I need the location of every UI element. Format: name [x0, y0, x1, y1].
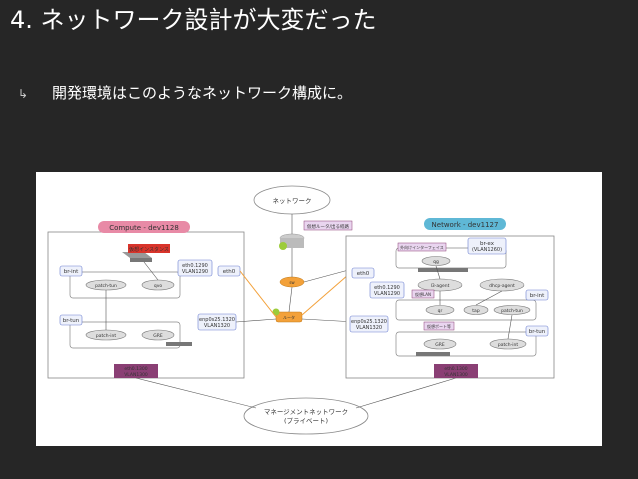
network-patch-tun-label: patch-tun	[501, 308, 523, 314]
mgmt-cloud-label: マネージメントネットワーク	[264, 408, 348, 416]
switch-label: sw	[289, 280, 295, 285]
compute-patch-tun-label: patch-tun	[95, 283, 117, 289]
compute-title: Compute - dev1128	[109, 224, 179, 232]
network-dhcp-to-tap-link	[475, 290, 503, 306]
network-virt-lan-label: 仮想LAN	[415, 291, 431, 297]
core-switch-badge	[272, 308, 280, 316]
ext-route-label: 仮想ルータ/出る経路	[307, 223, 350, 230]
vm-icon-base	[130, 258, 152, 262]
compute-vlan1320-label: VLAN1320	[204, 323, 230, 329]
network-gre-port	[423, 338, 457, 350]
network-gre-bar	[416, 352, 450, 356]
vm-label-box	[128, 244, 170, 253]
network-br-ex-vlan-label: (VLAN1260)	[472, 247, 502, 253]
network-br-tun-label: br-tun	[529, 329, 546, 335]
slide-title: 4. ネットワーク設計が大変だった	[10, 6, 377, 34]
network-diagram-svg: .t { font-family: "DejaVu Sans", sans-se…	[47, 185, 555, 435]
network-br-tun-box	[525, 325, 549, 337]
router-icon	[280, 238, 304, 248]
vm-label: 仮想インスタンス	[129, 246, 169, 253]
compute-eth0-1300-label: eth0.1300	[124, 366, 147, 372]
network-eth0-label: eth0	[357, 271, 370, 277]
compute-br-int-label-box	[59, 265, 83, 277]
compute-vm-to-qvo-line	[143, 261, 159, 281]
network-qr-label: qr	[438, 308, 443, 314]
network-mgmt-box	[434, 364, 478, 378]
network-qg-label: qg	[433, 260, 439, 265]
ext-route-label-box	[303, 220, 353, 231]
internet-cloud-label: ネットワーク	[273, 197, 312, 205]
network-br-ex-box	[467, 237, 507, 255]
network-qg-bar	[418, 268, 468, 272]
network-virt-lan-box	[411, 289, 435, 299]
compute-mgmt-to-cloud-line	[135, 377, 257, 409]
network-br-int-label: br-int	[530, 293, 545, 299]
network-vlan1320-label: VLAN1320	[356, 325, 382, 331]
network-enp-box	[349, 315, 389, 333]
mgmt-cloud	[243, 397, 369, 435]
compute-br-tun-group	[69, 321, 181, 349]
core-switch-label: ルータ	[283, 314, 295, 320]
network-seg-port-label: 仮想ポート等	[427, 323, 451, 329]
network-title-badge	[424, 218, 506, 230]
network-br-int-group	[395, 299, 537, 321]
compute-qvo-label: qvo	[154, 284, 163, 289]
network-patch-tun-port	[493, 305, 531, 315]
network-mgmt-to-cloud-line	[355, 377, 457, 409]
network-vlan1300-label: VLAN1300	[444, 372, 468, 378]
compute-gre-port	[141, 329, 175, 341]
network-qr-port	[425, 305, 455, 315]
network-title: Network - dev1127	[432, 221, 499, 229]
router-badge	[279, 242, 287, 250]
network-vlan1290-label: VLAN1290	[374, 291, 400, 297]
network-eth0-box	[351, 267, 375, 279]
compute-eth0-1290-box	[177, 259, 213, 277]
network-qg-to-l3-link	[435, 265, 441, 280]
network-ext-if-label: 外向けインターフェイス	[400, 244, 444, 250]
network-patch-int-label: patch-int	[498, 342, 518, 348]
compute-br-tun-label-box	[59, 314, 83, 326]
network-diagram: .t { font-family: "DejaVu Sans", sans-se…	[36, 172, 602, 446]
network-seg-port-box	[423, 321, 455, 331]
switch-to-core-line	[288, 286, 293, 313]
compute-br-tun-label: br-tun	[63, 318, 80, 324]
compute-eth0-label: eth0	[223, 269, 236, 275]
compute-patch-int-label: patch-int	[96, 333, 116, 339]
network-eth0-1290-box	[369, 281, 405, 299]
network-gre-label: GRE	[435, 342, 445, 348]
compute-title-badge	[98, 221, 190, 233]
compute-enp-to-core-link	[235, 318, 277, 323]
bullet-text: 開発環境はこのようなネットワーク構成に。	[52, 84, 353, 102]
compute-br-int-label: br-int	[64, 269, 79, 275]
network-br-int-box	[525, 289, 549, 301]
mgmt-cloud-sublabel: (プライベート)	[284, 417, 328, 425]
network-ext-if-box	[397, 242, 447, 252]
network-enp-label: enp0s25.1320	[351, 319, 387, 325]
compute-gre-bar	[166, 342, 192, 346]
compute-enp-label: enp0s25.1320	[199, 317, 235, 323]
compute-eth0-1290-label: eth0.1290	[182, 263, 208, 269]
network-eth0-1290-label: eth0.1290	[374, 285, 400, 291]
vm-icon	[122, 252, 152, 258]
compute-br-int-group	[69, 271, 181, 299]
network-br-ex-label: br-ex	[480, 241, 495, 247]
slide-title-bar	[0, 0, 638, 40]
network-l3-agent-label: l3-agent	[431, 283, 450, 289]
network-patch-link	[507, 314, 513, 340]
compute-gre-label: GRE	[153, 333, 163, 339]
network-tap-port	[463, 305, 489, 315]
compute-mgmt-box	[114, 364, 158, 378]
arrow-bullet-icon: ↳	[18, 87, 29, 101]
network-br-tun-group	[395, 331, 537, 357]
network-eth0-1300-label: eth0.1300	[444, 366, 467, 372]
compute-vlan1290-label: VLAN1290	[182, 269, 208, 275]
network-tap-label: tap	[472, 308, 480, 314]
compute-vlan1300-label: VLAN1300	[124, 372, 148, 378]
compute-eth0-to-core-link	[239, 270, 277, 318]
network-dhcp-agent-label: dhcp-agent	[489, 283, 515, 289]
network-qg-port	[421, 256, 451, 266]
